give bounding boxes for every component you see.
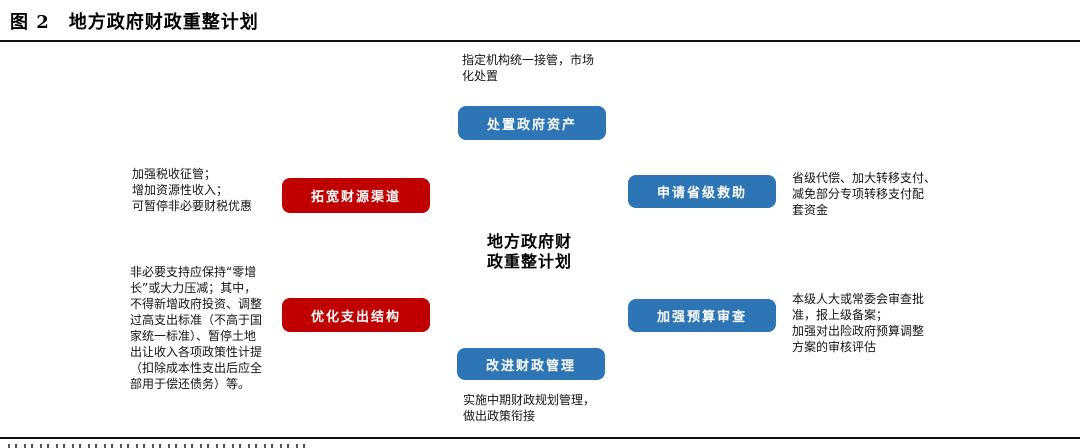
- node-budget-review-label: 加强预算审查: [656, 310, 747, 325]
- clipped-source-text: [8, 444, 310, 448]
- note-provincial-aid: 省级代偿、加大转移支付、 减免部分专项转移支付配 套资金: [792, 171, 937, 217]
- figure-title: 图 2 地方政府财政重整计划: [10, 12, 259, 33]
- node-provincial-aid-label: 申请省级救助: [656, 186, 747, 201]
- node-provincial-aid-box: 申请省级救助: [628, 175, 776, 208]
- node-broaden-revenue-box: 拓宽财源渠道: [282, 178, 430, 213]
- node-dispose-assets-box: 处置政府资产: [458, 106, 606, 140]
- node-optimize-expenditure-box: 优化支出结构: [282, 298, 430, 332]
- node-budget-review-box: 加强预算审查: [628, 299, 776, 332]
- bottom-divider: [0, 437, 1080, 439]
- node-broaden-revenue-label: 拓宽财源渠道: [310, 190, 401, 205]
- note-broaden-revenue: 加强税收征管； 增加资源性收入； 可暂停非必要财税优惠: [132, 167, 253, 213]
- title-divider: [0, 40, 1080, 42]
- note-optimize-expenditure: 非必要支持应保持“零增 长”或大力压减；其中， 不得新增政府投资、调整 过高支出…: [130, 265, 263, 391]
- node-optimize-expenditure-label: 优化支出结构: [310, 309, 401, 325]
- node-improve-management-label: 改进财政管理: [485, 358, 576, 374]
- note-improve-management: 实施中期财政规划管理， 做出政策衔接: [463, 393, 596, 423]
- node-dispose-assets-label: 处置政府资产: [486, 117, 577, 133]
- note-dispose-assets: 指定机构统一接管，市场 化处置: [462, 53, 595, 83]
- center-plan-label: 地方政府财 政重整计划: [487, 232, 573, 271]
- node-improve-management-box: 改进财政管理: [457, 348, 605, 380]
- note-budget-review: 本级人大或常委会审查批 准，报上级备案； 加强对出险政府预算调整 方案的审核评估: [792, 292, 925, 354]
